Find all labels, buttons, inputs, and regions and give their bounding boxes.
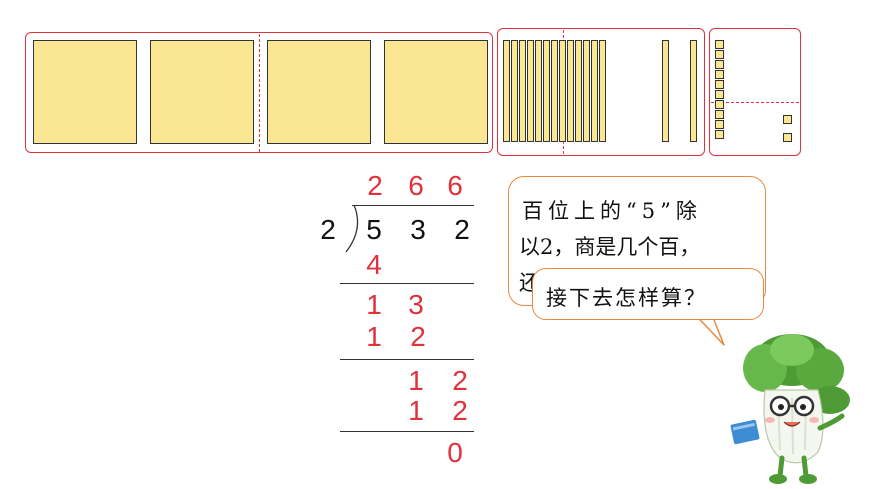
step1-line <box>340 283 474 284</box>
ten-rod <box>519 40 526 142</box>
ones-group-box <box>709 28 801 156</box>
quotient-digit-hundreds: 2 <box>367 170 383 201</box>
step3-remainder-ones: 2 <box>452 365 468 396</box>
one-cube <box>783 115 792 124</box>
bubble-back-line1: 百位上的“5”除 <box>522 199 702 223</box>
ten-rod <box>511 40 518 142</box>
speech-bubble-front <box>532 268 764 320</box>
one-cube <box>715 110 724 119</box>
step2-product-hundreds: 1 <box>366 321 382 352</box>
ten-rod <box>591 40 598 142</box>
one-cube <box>715 90 724 99</box>
step3-product-tens: 1 <box>408 395 424 426</box>
ten-rod <box>690 40 697 142</box>
tens-group-box <box>497 28 705 156</box>
one-cube <box>715 100 724 109</box>
quotient-digit-tens: 6 <box>408 170 424 201</box>
one-cube <box>715 70 724 79</box>
ten-rod <box>567 40 574 142</box>
quotient-digit-ones: 6 <box>447 170 463 201</box>
step2-product-tens: 2 <box>410 321 426 352</box>
dividend-digit-tens: 3 <box>410 214 426 245</box>
step2-remainder-hundreds: 1 <box>366 289 382 320</box>
ten-rod <box>543 40 550 142</box>
cabbage-mascot-image <box>730 334 850 484</box>
ten-rod <box>535 40 542 142</box>
ten-rod <box>575 40 582 142</box>
step2-remainder-tens: 3 <box>408 289 424 320</box>
ten-rod <box>599 40 606 142</box>
final-remainder: 0 <box>447 437 463 468</box>
step3-product-ones: 2 <box>452 395 468 426</box>
dividend-digit-hundreds: 5 <box>366 214 382 245</box>
ten-rod <box>527 40 534 142</box>
ten-rod <box>551 40 558 142</box>
hundreds-group-box <box>25 32 493 153</box>
hundreds-split-line <box>259 34 260 152</box>
one-cube <box>783 133 792 142</box>
dividend-digit-ones: 2 <box>454 214 470 245</box>
ones-split-line <box>711 102 799 103</box>
step1-product: 4 <box>366 249 382 280</box>
hundred-block <box>267 40 371 144</box>
bubble-front-text: 接下去怎样算？ <box>546 286 707 310</box>
hundred-block <box>384 40 488 144</box>
one-cube <box>715 130 724 139</box>
hundred-block <box>33 40 137 144</box>
one-cube <box>715 50 724 59</box>
one-cube <box>715 40 724 49</box>
hundred-block <box>150 40 254 144</box>
one-cube <box>715 120 724 129</box>
ten-rod <box>503 40 510 142</box>
ten-rod <box>662 40 669 142</box>
division-bracket <box>345 204 359 253</box>
ten-rod <box>583 40 590 142</box>
one-cube <box>715 80 724 89</box>
division-bar <box>352 205 474 206</box>
one-cube <box>715 60 724 69</box>
ten-rod <box>559 40 566 142</box>
step3-line <box>340 431 474 432</box>
bubble-back-line2: 以2，商是几个百， <box>519 235 701 259</box>
divisor: 2 <box>320 214 336 245</box>
step3-remainder-tens: 1 <box>408 365 424 396</box>
step2-line <box>340 359 474 360</box>
